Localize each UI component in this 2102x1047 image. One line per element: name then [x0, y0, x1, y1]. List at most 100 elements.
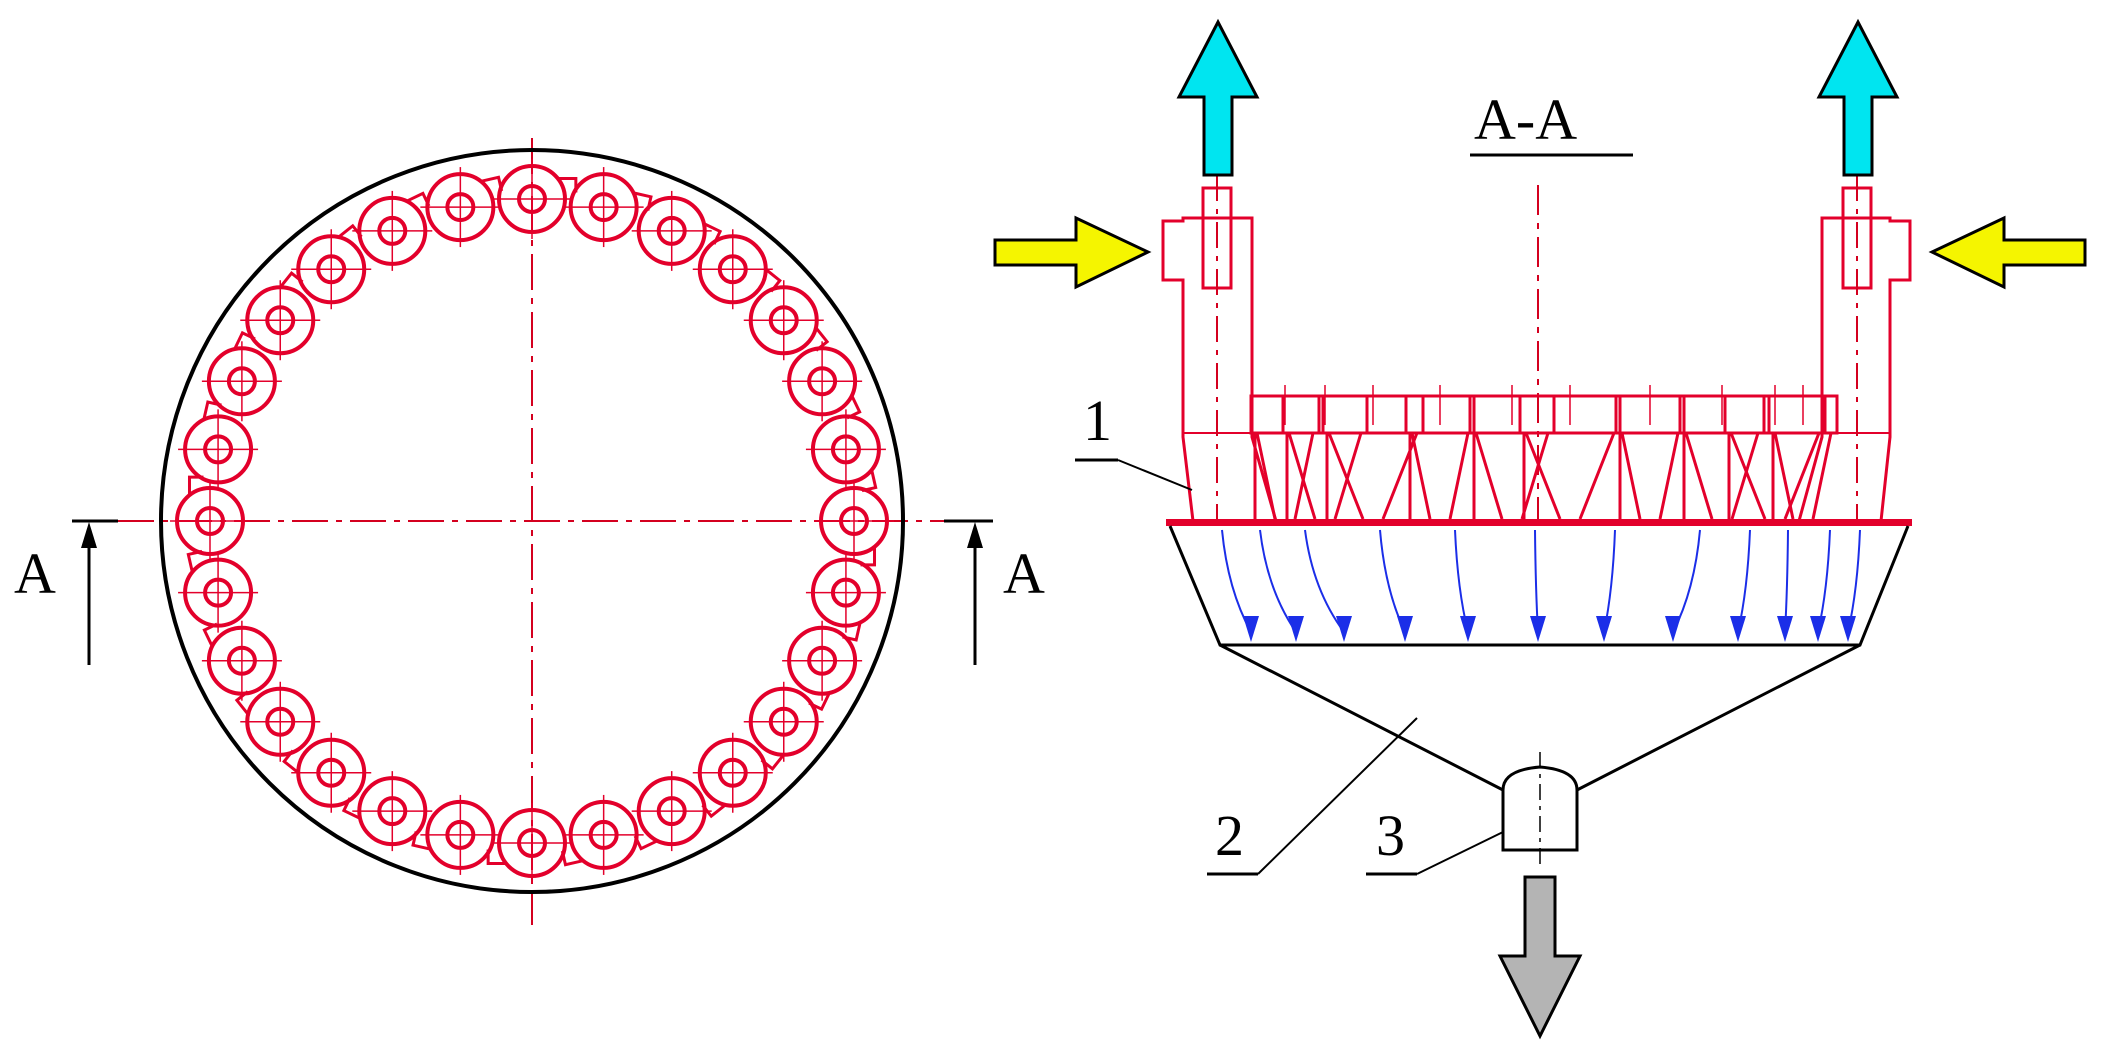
- flow-arrow: [1379, 529, 1413, 642]
- flow-arrowhead: [1397, 616, 1413, 642]
- cyclone-plan-unit: [743, 280, 830, 361]
- inner-cyclone-cone: [1620, 432, 1680, 520]
- inner-cyclone-cone: [1327, 432, 1419, 520]
- section-marker-right: A: [944, 519, 1045, 665]
- right-outer-cyclone-body: [1797, 216, 1910, 522]
- plan-view: A A: [14, 138, 1045, 925]
- inner-cyclones: [1249, 385, 1839, 520]
- inner-cyclone-unit: [1321, 385, 1425, 520]
- gas-inlet-arrow-left: [993, 215, 1152, 290]
- inner-cyclone-cone: [1684, 432, 1760, 520]
- callout-2-leader: [1257, 717, 1418, 875]
- tube-sheet: [1166, 519, 1912, 526]
- callout-1: 1: [1075, 388, 1193, 491]
- flow-arrowhead: [1288, 616, 1304, 642]
- inner-cyclone-cone: [1524, 432, 1616, 520]
- flow-arrowhead: [1840, 616, 1856, 642]
- section-view: A-A: [993, 18, 2087, 1040]
- plan-outer-shell: [159, 148, 905, 894]
- cyclone-plan-unit: [234, 681, 321, 762]
- inner-cyclone-unit: [1518, 385, 1622, 520]
- cyclone-ring: [170, 159, 894, 883]
- section-label-right: A: [1003, 541, 1045, 606]
- flow-arrow: [1304, 529, 1352, 642]
- cyclone-plan-unit: [631, 771, 712, 852]
- section-marker-left: A: [14, 519, 118, 665]
- flow-arrow: [1810, 529, 1831, 642]
- flow-arrow: [1530, 529, 1546, 642]
- inner-cyclone-cone: [1773, 432, 1833, 520]
- callout-3-leader: [1416, 831, 1504, 875]
- flow-arrow: [1454, 529, 1476, 642]
- cyclone-plan-unit: [178, 400, 259, 490]
- gas-inlet-arrow-right: [1928, 215, 2087, 290]
- flow-arrow: [1665, 529, 1701, 642]
- flow-arrowhead: [1243, 616, 1259, 642]
- inner-cyclone-cone: [1474, 432, 1550, 520]
- cyclone-plan-unit: [692, 229, 782, 310]
- flow-arrow: [1259, 529, 1304, 642]
- collector-upper-section: [1168, 525, 1910, 647]
- cyclone-plan-unit: [486, 803, 572, 883]
- cyclone-plan-unit: [420, 167, 504, 248]
- cyclone-plan-unit: [282, 732, 372, 813]
- cyclone-plan-unit: [692, 732, 773, 819]
- section-arrowhead-left: [81, 522, 97, 548]
- cyclone-plan-unit: [240, 271, 321, 361]
- flow-arrowhead: [1596, 616, 1612, 642]
- flow-arrows: [1221, 529, 1861, 642]
- cyclone-plan-unit: [814, 481, 894, 567]
- inner-cyclone-unit: [1767, 385, 1839, 520]
- callout-1-label: 1: [1083, 388, 1112, 453]
- cyclone-plan-unit: [291, 223, 372, 310]
- inner-cyclone-cone: [1287, 432, 1363, 520]
- callout-3-label: 3: [1376, 803, 1405, 868]
- flow-arrowhead: [1730, 616, 1746, 642]
- right-outer-cyclone-inlet: [1879, 219, 1912, 522]
- flow-arrowhead: [1336, 616, 1352, 642]
- left-outer-cyclone-inlet: [1161, 219, 1195, 522]
- callout-2: 2: [1207, 717, 1418, 876]
- clean-gas-outlet-arrow-right: [1816, 18, 1900, 177]
- cyclone-inlet-nub: [480, 175, 504, 192]
- inner-cyclone-unit: [1468, 385, 1556, 520]
- inner-cyclone-unit: [1723, 385, 1827, 520]
- inner-cyclone-unit: [1614, 385, 1686, 520]
- cyclone-plan-unit: [782, 620, 863, 712]
- section-arrowhead-right: [967, 522, 983, 548]
- cyclone-plan-unit: [805, 409, 886, 493]
- flow-arrowhead: [1665, 616, 1681, 642]
- flow-arrow: [1777, 529, 1793, 642]
- callout-1-leader: [1117, 459, 1193, 491]
- cyclone-plan-unit: [563, 167, 653, 248]
- cyclone-plan-unit: [178, 549, 259, 633]
- cyclone-battery: [1161, 186, 1912, 522]
- section-title: A-A: [1474, 87, 1577, 152]
- cyclone-plan-unit: [170, 475, 250, 561]
- flow-arrowhead: [1810, 616, 1826, 642]
- callout-2-label: 2: [1215, 803, 1244, 868]
- callout-3: 3: [1366, 803, 1504, 876]
- left-outer-cyclone-body: [1163, 216, 1278, 522]
- cyclone-plan-unit: [743, 681, 824, 771]
- inner-cyclone-unit: [1678, 385, 1766, 520]
- cyclone-plan-unit: [352, 190, 433, 271]
- inner-cyclone-cone: [1410, 432, 1470, 520]
- cyclone-plan-unit: [492, 159, 578, 239]
- inner-cyclone-unit: [1404, 385, 1476, 520]
- cyclone-plan-unit: [201, 620, 282, 701]
- cyclone-plan-unit: [201, 330, 282, 422]
- flow-arrow: [1840, 529, 1861, 642]
- flow-arrow: [1730, 529, 1751, 642]
- flow-arrowhead: [1777, 616, 1793, 642]
- hopper: [1219, 643, 1861, 792]
- flow-arrow: [1596, 529, 1616, 642]
- clean-gas-outlet-arrow-left: [1176, 18, 1260, 177]
- flow-arrow: [1221, 529, 1259, 642]
- cyclone-plan-unit: [631, 190, 723, 271]
- cyclone-plan-unit: [341, 771, 433, 852]
- cyclone-plan-unit: [560, 794, 644, 875]
- flow-arrowhead: [1530, 616, 1546, 642]
- flow-arrow-curve: [1304, 529, 1345, 633]
